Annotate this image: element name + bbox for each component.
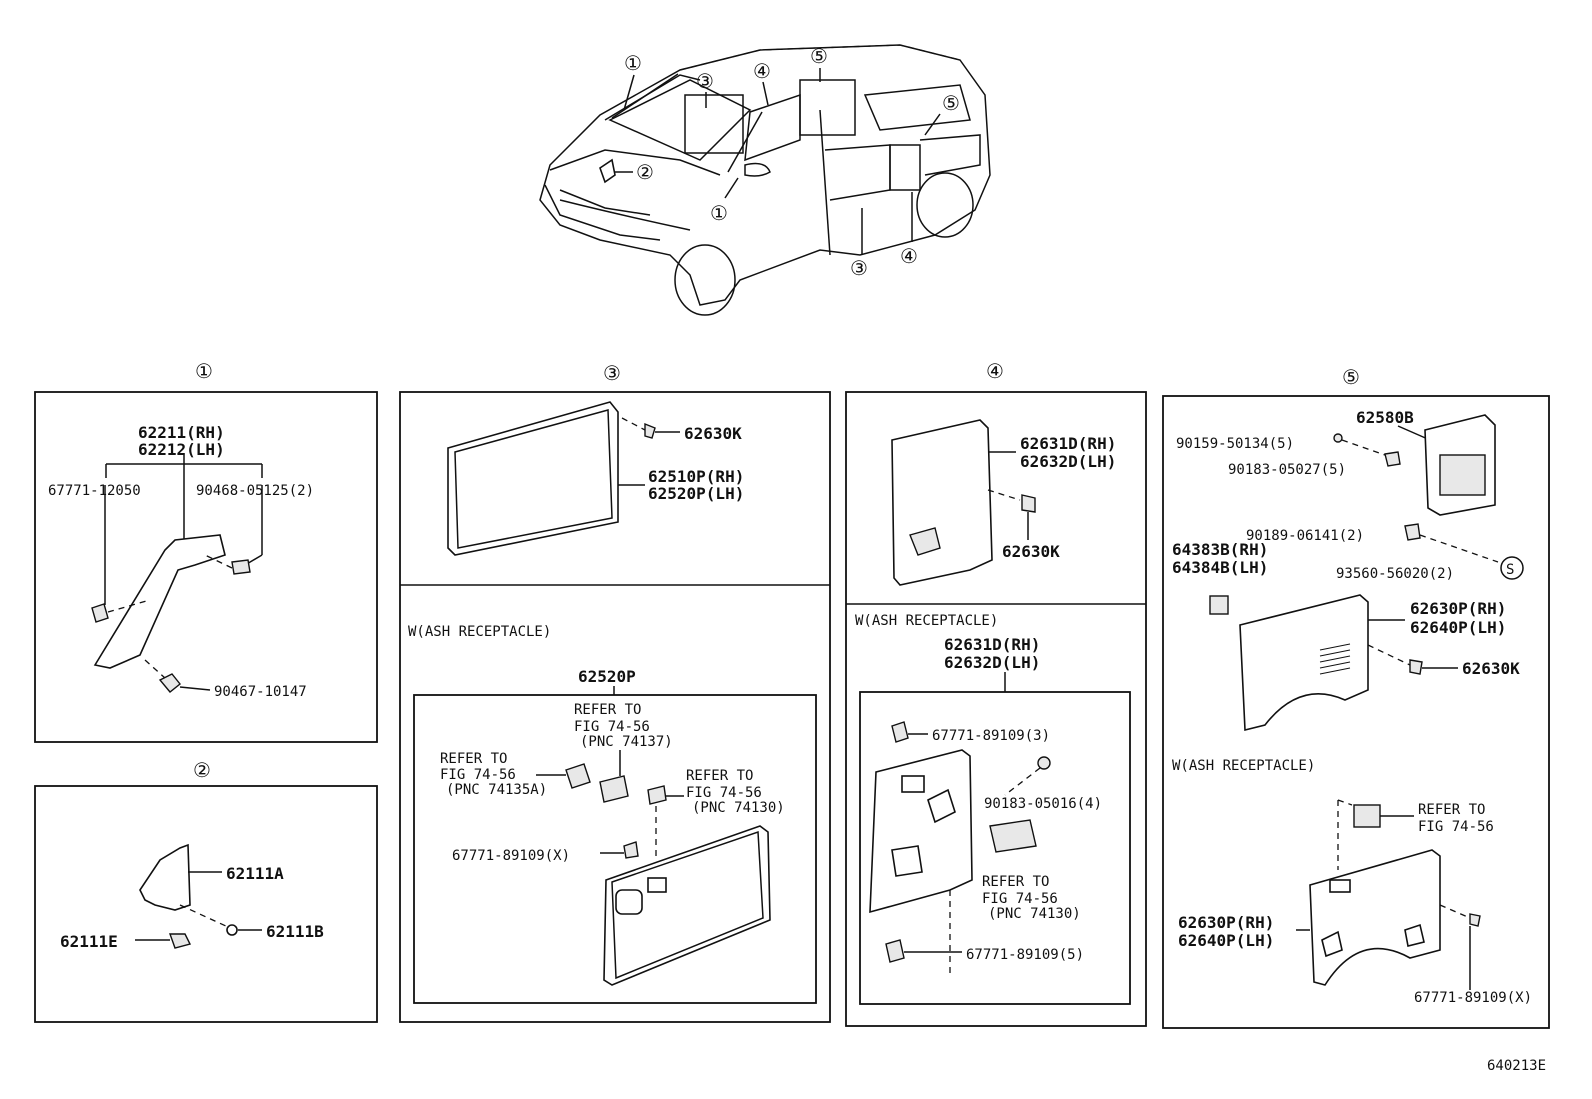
part-90468-05125: 90468-05125(2) (196, 483, 314, 499)
part-62630K-3: 62630K (684, 424, 742, 443)
panel-2-number: ② (193, 758, 211, 782)
vehicle-callout-4b: ④ (900, 244, 918, 268)
part-62520P-lh: 62520P(LH) (648, 484, 744, 503)
ash3-refer-3: REFER TO (686, 768, 753, 784)
ash3-fig-2: FIG 74-56 (440, 767, 516, 783)
part-62111A: 62111A (226, 864, 284, 883)
ash4-refer: REFER TO (982, 874, 1049, 890)
ash4-clip-3: 67771-89109(3) (932, 728, 1050, 744)
part-62630K-4: 62630K (1002, 542, 1060, 561)
ash3-clip: 67771-89109(X) (452, 848, 570, 864)
ash3-pnc-2: (PNC 74135A) (446, 782, 547, 798)
part-62111E: 62111E (60, 932, 118, 951)
ash5-fig: FIG 74-56 (1418, 819, 1494, 835)
panel-4-frame (845, 391, 1147, 1027)
ash5-part-lh: 62640P(LH) (1178, 931, 1274, 950)
ash4-clip-5: 67771-89109(5) (966, 947, 1084, 963)
vehicle-illustration: ① ③ ④ ⑤ ⑤ ② ① ③ ④ (539, 44, 991, 316)
ash3-pnc-1: (PNC 74137) (580, 734, 673, 750)
panel-5-frame (1162, 395, 1550, 1029)
ash5-clip: 67771-89109(X) (1414, 990, 1532, 1006)
part-90467-10147: 90467-10147 (214, 684, 307, 700)
ash3-pnc-3: (PNC 74130) (692, 800, 785, 816)
vehicle-callout-3: ③ (696, 69, 714, 93)
part-67771-12050: 67771-12050 (48, 483, 141, 499)
vehicle-callout-3b: ③ (850, 256, 868, 280)
part-93560-56020: 93560-56020(2) (1336, 566, 1454, 582)
panel-2-frame (34, 785, 378, 1023)
part-62630P: 62630P(RH) (1410, 599, 1506, 618)
ash3-fig-3: FIG 74-56 (686, 785, 762, 801)
vehicle-callout-1b: ① (710, 201, 728, 225)
panel-5-number: ⑤ (1342, 365, 1360, 389)
part-62640P: 62640P(LH) (1410, 618, 1506, 637)
part-62580B: 62580B (1356, 408, 1414, 427)
panel-1: ① 62211(RH) 62212(LH) 67771-12050 90468-… (34, 359, 378, 743)
ash4-part-lh: 62632D(LH) (944, 653, 1040, 672)
panel-3-ash-title: W(ASH RECEPTACLE) (408, 624, 551, 640)
vehicle-callout-4: ④ (753, 59, 771, 83)
ash3-fig-1: FIG 74-56 (574, 719, 650, 735)
panel-3-number: ③ (603, 361, 621, 385)
part-90189-06141: 90189-06141(2) (1246, 528, 1364, 544)
panel-1-frame (34, 391, 378, 743)
panel-5: ⑤ 62580B 90159-50134(5) 90183-05027(5) 9… (1162, 365, 1550, 1029)
part-90183-05027: 90183-05027(5) (1228, 462, 1346, 478)
part-62211: 62211(RH) (138, 423, 225, 442)
part-62630K-5: 62630K (1462, 659, 1520, 678)
vehicle-callout-5b: ⑤ (942, 91, 960, 115)
part-62632D-4: 62632D(LH) (1020, 452, 1116, 471)
vehicle-callout-1: ① (624, 51, 642, 75)
part-62631D-4: 62631D(RH) (1020, 434, 1116, 453)
ash3-refer-1: REFER TO (574, 702, 641, 718)
panel-1-number: ① (195, 359, 213, 383)
ash4-bolt: 90183-05016(4) (984, 796, 1102, 812)
panel-3-frame (399, 391, 831, 1023)
part-62520P: 62520P (578, 667, 636, 686)
panel-4-ash-frame (859, 691, 1131, 1005)
panel-4: ④ 62631D(RH) 62632D(LH) 62630K W(ASH REC… (845, 359, 1147, 1027)
figure-code: 640213E (1487, 1058, 1546, 1074)
panel-2: ② 62111A 62111B 62111E (34, 758, 378, 1023)
vehicle-callout-2: ② (636, 160, 654, 184)
panel-4-ash-title: W(ASH RECEPTACLE) (855, 613, 998, 629)
ash4-fig: FIG 74-56 (982, 891, 1058, 907)
ash4-pnc: (PNC 74130) (988, 906, 1081, 922)
ash5-refer: REFER TO (1418, 802, 1485, 818)
part-90159-50134: 90159-50134(5) (1176, 436, 1294, 452)
vehicle-callout-5: ⑤ (810, 44, 828, 68)
panel-3: ③ 62630K 62510P(RH) 62520P(LH) W(ASH REC… (399, 361, 831, 1023)
part-64384B: 64384B(LH) (1172, 558, 1268, 577)
ash5-part-rh: 62630P(RH) (1178, 913, 1274, 932)
part-62111B: 62111B (266, 922, 324, 941)
panel-5-ash-title: W(ASH RECEPTACLE) (1172, 758, 1315, 774)
panel-3-ash-frame (413, 694, 817, 1004)
ash4-part-rh: 62631D(RH) (944, 635, 1040, 654)
ash3-refer-2: REFER TO (440, 751, 507, 767)
part-62510P: 62510P(RH) (648, 467, 744, 486)
part-64383B: 64383B(RH) (1172, 540, 1268, 559)
panel-4-number: ④ (986, 359, 1004, 383)
part-S-marker: S (1506, 562, 1514, 578)
part-62212: 62212(LH) (138, 440, 225, 459)
